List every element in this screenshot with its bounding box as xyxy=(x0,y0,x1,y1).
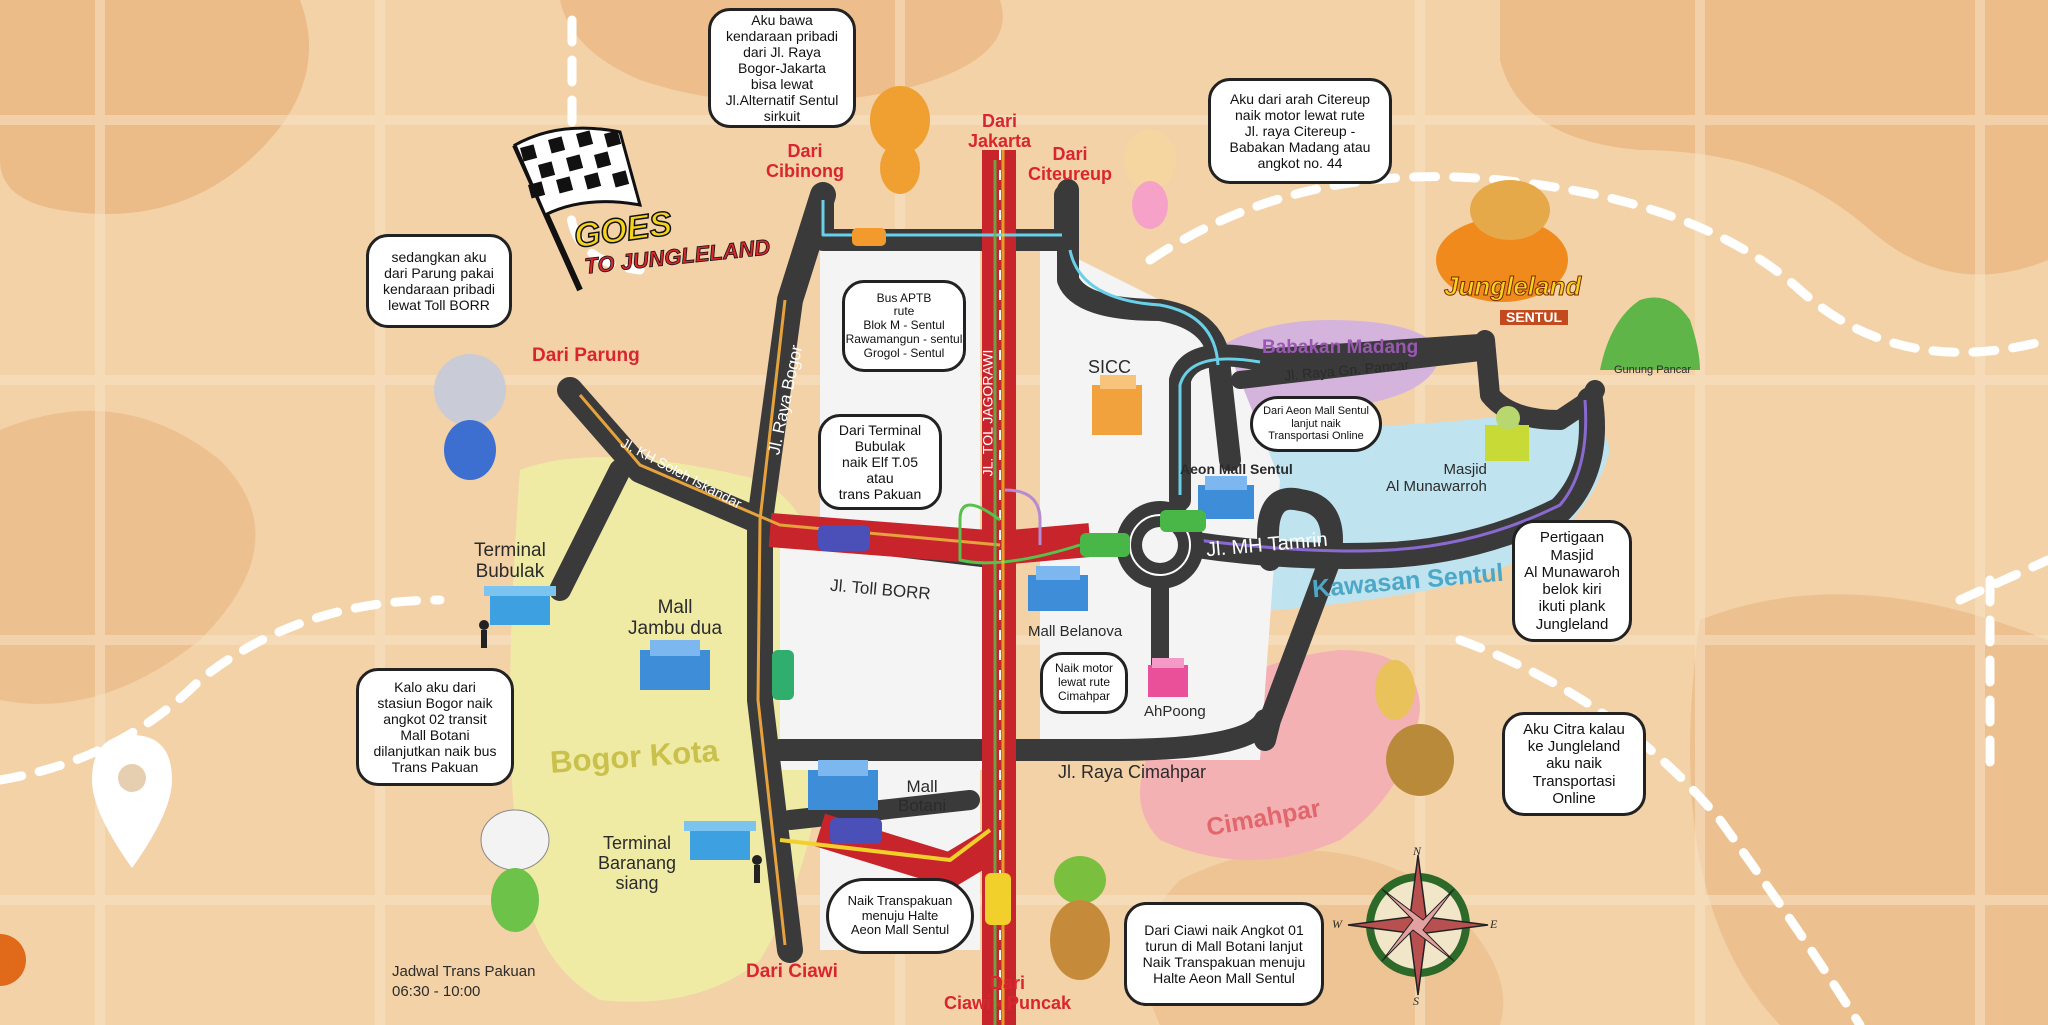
citra-bird-mascot-icon xyxy=(1375,660,1454,796)
road-cimahpar xyxy=(769,709,1276,761)
label-terminal-bubulak: Terminal Bubulak xyxy=(474,540,546,582)
label-mall-belanova: Mall Belanova xyxy=(1028,623,1123,640)
label-tol-jagorawi: JL. TOL JAGORAWI xyxy=(979,349,996,477)
label-sicc: SICC xyxy=(1088,357,1132,377)
label-aeon-mall: Aeon Mall Sentul xyxy=(1180,461,1293,477)
label-mall-botani: Mall Botani xyxy=(898,777,947,815)
label-dari-jakarta: Dari Jakarta xyxy=(968,111,1032,151)
mountain-icon xyxy=(1600,297,1700,370)
label-dari-ciawi: Dari Ciawi xyxy=(746,961,838,982)
label-babakan-madang: Babakan Madang xyxy=(1262,337,1419,358)
turtle-mascot-icon xyxy=(1050,856,1110,980)
compass-s: S xyxy=(1413,994,1419,1008)
bubble-bus-aptb: Bus APTB rute Blok M - Sentul Rawamangun… xyxy=(842,280,966,372)
bubble-aeon-online: Dari Aeon Mall Sentul lanjut naik Transp… xyxy=(1250,396,1382,452)
compass-e: E xyxy=(1490,917,1498,931)
jungleland-logo xyxy=(1436,180,1568,302)
pin-icon xyxy=(92,735,172,868)
bubble-pertigaan: Pertigaan Masjid Al Munawaroh belok kiri… xyxy=(1512,520,1632,642)
label-dari-cibinong: Dari Cibinong xyxy=(766,141,844,181)
tiger-mascot-icon xyxy=(870,86,930,194)
bubble-citra: Aku Citra kalau ke Jungleland aku naik T… xyxy=(1502,712,1646,816)
bubble-terminal-bubulak: Dari Terminal Bubulak naik Elf T.05 atau… xyxy=(818,414,942,510)
rhino-mascot-icon xyxy=(434,354,506,480)
schedule-title: Jadwal Trans Pakuan xyxy=(392,963,536,980)
bubble-mouse: Aku dari arah Citereup naik motor lewat … xyxy=(1208,78,1392,184)
label-dari-parung: Dari Parung xyxy=(532,345,640,366)
bubble-tiger: Aku bawa kendaraan pribadi dari Jl. Raya… xyxy=(708,8,856,128)
person-icon xyxy=(479,620,762,883)
checkered-flag-icon xyxy=(512,126,643,292)
schedule-time: 06:30 - 10:00 xyxy=(392,983,481,1000)
label-jungleland: Jungleland xyxy=(1443,271,1582,301)
label-ahpoong: AhPoong xyxy=(1144,703,1206,720)
mouse-mascot-icon xyxy=(1124,130,1176,229)
label-jungleland-sub: SENTUL xyxy=(1500,309,1568,326)
label-terminal-baranangsiang: Terminal Baranang siang xyxy=(598,833,677,893)
bubble-transpakuan: Naik Transpakuan menuju Halte Aeon Mall … xyxy=(826,878,974,954)
bird-mascot-icon xyxy=(480,809,550,932)
label-mall-jambu-dua: Mall Jambu dua xyxy=(628,597,723,639)
label-gunung-pancar: Gunung Pancar xyxy=(1614,364,1692,376)
compass-icon xyxy=(1347,854,1489,996)
label-dari-ciawi-puncak: Dari Ciawi - Puncak xyxy=(944,973,1072,1013)
bubble-rhino: sedangkan aku dari Parung pakai kendaraa… xyxy=(366,234,512,328)
bubble-ciawi-angkot: Dari Ciawi naik Angkot 01 turun di Mall … xyxy=(1124,902,1324,1006)
compass-n: N xyxy=(1413,844,1422,858)
building-icon xyxy=(484,375,1529,860)
label-cimahpar-road: Jl. Raya Cimahpar xyxy=(1058,762,1207,782)
label-masjid: Masjid Al Munawarroh xyxy=(1386,461,1487,495)
vehicle-icon xyxy=(772,228,1206,925)
label-dari-citeureup: Dari Citeureup xyxy=(1028,144,1113,184)
compass-w: W xyxy=(1332,917,1342,931)
bubble-naik-motor: Naik motor lewat rute Cimahpar xyxy=(1040,652,1128,714)
bubble-stasiun-bogor: Kalo aku dari stasiun Bogor naik angkot … xyxy=(356,668,514,786)
